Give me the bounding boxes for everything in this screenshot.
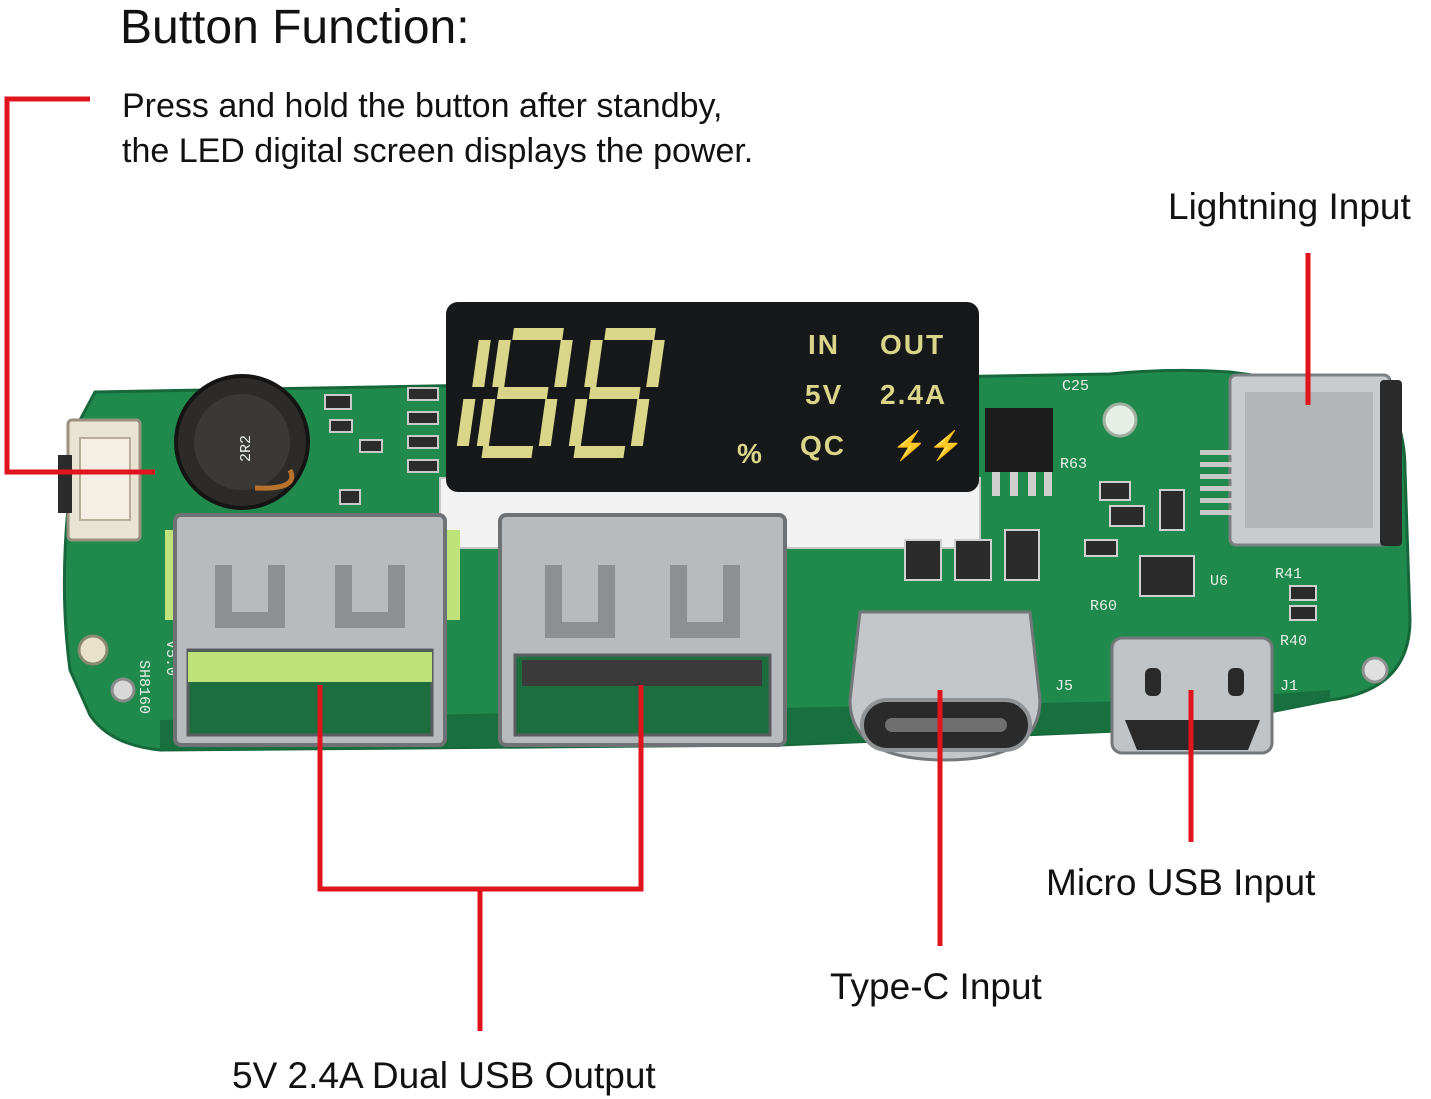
lightning-port [1200,373,1402,547]
display-percent: % [737,438,764,469]
digit-segment [573,446,626,458]
ic-chip [985,408,1053,472]
digit-segment [554,340,573,387]
digit-segment [630,399,650,446]
silk-version-1: SH8160 [135,660,152,714]
digit-segment [568,399,588,446]
page-title: Button Function: [120,1,470,54]
button-description-line-1: Press and hold the button after standby, [122,87,723,125]
mounting-hole [1102,402,1138,438]
led-display: % IN OUT 5V 2.4A QC ⚡⚡ [439,302,981,549]
display-digits [456,328,665,458]
digit-segment [512,328,564,340]
silk-j5: J5 [1055,678,1073,695]
digit-segment [496,387,549,399]
silk-r60: R60 [1090,598,1117,615]
display-in: IN [808,329,840,360]
display-voltage: 5V [805,379,843,410]
digit-segment [492,340,511,387]
type-c-input-label: Type-C Input [830,966,1042,1007]
lightning-input-label: Lightning Input [1168,186,1411,227]
silk-j1: J1 [1280,678,1298,695]
silk-r40: R40 [1280,633,1307,650]
button-description: Press and hold the button after standby,… [122,84,753,174]
digit-segment [481,446,534,458]
inductor-label: 2R2 [238,435,255,462]
digit-segment [472,340,491,387]
silk-r63: R63 [1060,456,1087,473]
silk-c25: C25 [1062,378,1089,395]
mounting-hole [110,677,136,703]
digit-segment [584,340,603,387]
digit-segment [456,399,476,446]
silk-u6: U6 [1210,573,1228,590]
micro-usb-input-label: Micro USB Input [1046,862,1316,903]
type-c-port [848,610,1042,762]
usb-a-port-1 [165,513,460,747]
digit-segment [604,328,656,340]
silk-r41: R41 [1275,566,1302,583]
button-description-line-2: the LED digital screen displays the powe… [122,132,754,170]
digit-segment [646,340,665,387]
display-current: 2.4A [880,379,947,410]
usb-output-label: 5V 2.4A Dual USB Output [232,1055,656,1096]
digit-segment [476,399,496,446]
mounting-hole [77,634,109,666]
digit-segment [588,387,641,399]
mounting-hole [1361,656,1389,684]
display-qc: QC [800,430,846,461]
button-callout-line [4,96,155,475]
callout-lines [4,96,1311,1031]
display-bolts: ⚡⚡ [892,429,966,462]
display-out: OUT [880,329,945,360]
digit-segment [538,399,558,446]
